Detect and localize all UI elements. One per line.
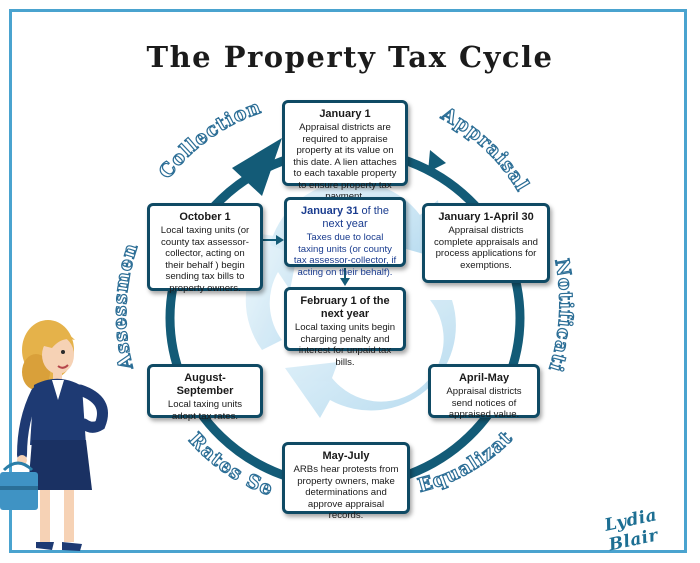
box-january-1-heading: January 1 <box>319 108 371 120</box>
appraisal-arrow-head <box>428 150 446 172</box>
box-january-april-text: Appraisal districts complete appraisals … <box>434 225 538 271</box>
jan31-to-feb1-arrow-icon <box>340 278 350 286</box>
oct-to-jan31-arrow-icon <box>276 235 284 245</box>
box-may-july: May-July ARBs hear protests from propert… <box>282 442 410 521</box>
box-january-31-text: Taxes due to local taxing units (or coun… <box>293 232 397 278</box>
box-may-july-text: ARBs hear protests from property owners,… <box>293 464 399 521</box>
box-january-1: January 1 Appraisal districts are requir… <box>282 100 408 202</box>
box-august-september-text: Local taxing units adopt tax rates. <box>167 399 243 422</box>
box-february-1: February 1 of the next year Local taxing… <box>284 287 406 368</box>
box-april-may-text: Appraisal districts send notices of appr… <box>446 386 522 420</box>
box-august-september-heading: August-September <box>176 372 234 397</box>
box-october-1-heading: October 1 <box>179 211 231 223</box>
box-february-1-text: Local taxing units begin charging penalt… <box>294 322 396 368</box>
collection-arrow-head <box>232 138 282 196</box>
box-february-1-heading: February 1 of the next year <box>300 295 390 320</box>
box-august-september: August-September Local taxing units adop… <box>147 364 263 422</box>
box-april-may: April-May Appraisal districts send notic… <box>428 364 540 420</box>
box-january-31: January 31 of the next year Taxes due to… <box>284 197 406 278</box>
box-january-31-heading: January 31 of the next year <box>293 205 397 231</box>
box-may-july-heading: May-July <box>322 450 370 462</box>
box-october-1-text: Local taxing units (or county tax assess… <box>160 225 250 294</box>
box-january-31-date: January 31 <box>300 205 359 217</box>
box-april-may-heading: April-May <box>458 372 510 384</box>
page-title: The Property Tax Cycle <box>146 40 554 74</box>
box-january-april: January 1-April 30 Appraisal districts c… <box>422 203 550 283</box>
box-january-april-heading: January 1-April 30 <box>438 211 534 223</box>
box-october-1: October 1 Local taxing units (or county … <box>147 203 263 294</box>
box-january-31-suffix: of the next year <box>322 205 390 230</box>
businesswoman-illustration <box>0 320 108 551</box>
box-january-1-text: Appraisal districts are required to appr… <box>293 122 397 202</box>
